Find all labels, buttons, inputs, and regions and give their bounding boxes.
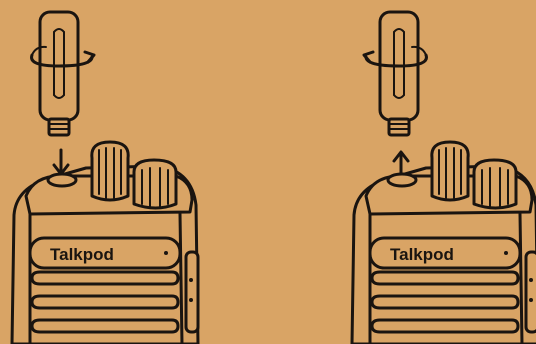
panel-detach: Talkpod [352, 12, 536, 344]
radio-body-icon: Talkpod [352, 142, 536, 344]
panel-attach: Talkpod [12, 12, 198, 344]
antenna-icon [40, 12, 78, 135]
radio-body-icon: Talkpod [12, 142, 198, 344]
brand-label: Talkpod [390, 245, 454, 264]
down-arrow-icon [54, 150, 68, 174]
antenna-icon [380, 12, 418, 135]
brand-label: Talkpod [50, 245, 114, 264]
